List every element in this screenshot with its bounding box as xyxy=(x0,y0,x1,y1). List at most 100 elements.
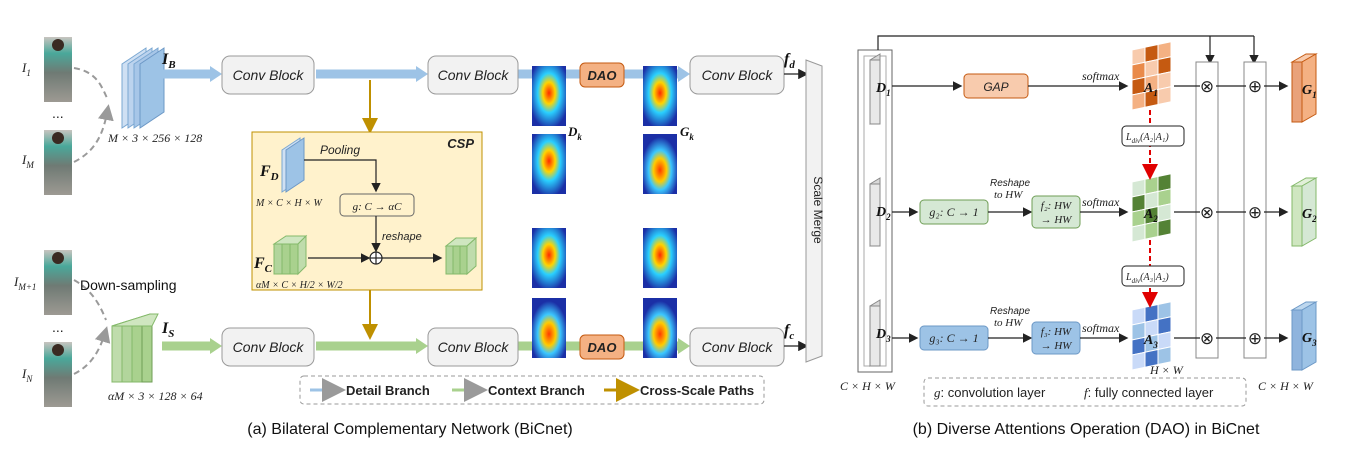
conv-block-context-3: Conv Block xyxy=(689,327,785,367)
dao-box-top: DAO xyxy=(579,62,625,88)
legend-left: Detail Branch Context Branch Cross-Scale… xyxy=(299,375,765,405)
svg-text:Conv Block: Conv Block xyxy=(702,67,774,83)
d1-cube xyxy=(869,53,881,125)
softmax-3: softmax xyxy=(1082,321,1120,335)
svg-text:Conv Block: Conv Block xyxy=(438,339,510,355)
svg-text:Ldiv(A₂|A₁): Ldiv(A₂|A₁) xyxy=(1125,132,1169,145)
svg-text:GAP: GAP xyxy=(983,80,1008,94)
reshape-3b: to HW xyxy=(994,317,1023,329)
label-im1: IM+1 xyxy=(13,274,36,292)
input-image-m xyxy=(44,130,72,195)
oplus-3: ⊕ xyxy=(1248,329,1262,348)
ldiv-21-box: Ldiv(A₂|A₁) xyxy=(1121,125,1185,147)
g2-box: g₂: C → 1 xyxy=(919,199,989,225)
label-in: IN xyxy=(21,366,33,384)
svg-text:→ HW: → HW xyxy=(1041,340,1073,352)
conv-block-detail-2: Conv Block xyxy=(427,55,519,95)
d3-label: D3 xyxy=(875,327,891,344)
g3-box: g₃: C → 1 xyxy=(919,325,989,351)
heatmap-gk-3 xyxy=(643,228,677,288)
conv-block-context-2: Conv Block xyxy=(427,327,519,367)
reshape-3a: Reshape xyxy=(990,306,1030,317)
g2-label: G2 xyxy=(1302,207,1317,224)
g3-output xyxy=(1290,301,1318,371)
heatmap-gk-2 xyxy=(643,134,677,194)
input-image-m1 xyxy=(44,250,72,315)
svg-text:f₃: HW: f₃: HW xyxy=(1041,326,1072,338)
svg-text:Conv Block: Conv Block xyxy=(438,67,510,83)
f2-box: f₂: HW → HW xyxy=(1031,195,1081,229)
ib-label: IB xyxy=(161,51,176,71)
ldiv-32-box: Ldiv(A₃|A₂) xyxy=(1121,265,1185,287)
g1-label: G1 xyxy=(1302,83,1317,100)
svg-text:αM × C × H/2 × W/2: αM × C × H/2 × W/2 xyxy=(256,280,343,291)
svg-text:f₂: HW: f₂: HW xyxy=(1041,200,1072,212)
svg-text:reshape: reshape xyxy=(382,231,422,243)
is-stack xyxy=(111,313,159,383)
svg-text:Detail Branch: Detail Branch xyxy=(346,383,430,398)
svg-text:Ldiv(A₃|A₂): Ldiv(A₃|A₂) xyxy=(1125,272,1169,285)
fc-label: fc xyxy=(784,322,794,342)
heatmap-dk-4 xyxy=(532,298,566,358)
a1-grid xyxy=(1131,41,1172,111)
chw-left: C × H × W xyxy=(840,379,896,393)
reshape-2b: to HW xyxy=(994,189,1023,201)
oplus-column xyxy=(1243,61,1267,359)
svg-text:g₃: C → 1: g₃: C → 1 xyxy=(929,331,978,345)
scale-merge-bar: Scale Merge xyxy=(805,59,825,363)
a1-label: A1 xyxy=(1143,81,1158,98)
svg-text:→ HW: → HW xyxy=(1041,214,1073,226)
downsampling-label: Down-sampling xyxy=(80,277,176,293)
conv-block-context-1: Conv Block xyxy=(221,327,315,367)
svg-text:g: C → αC: g: C → αC xyxy=(353,201,403,213)
svg-text:FC: FC xyxy=(253,255,273,275)
svg-text:DAO: DAO xyxy=(588,68,617,83)
g2-output xyxy=(1290,177,1318,247)
is-label: IS xyxy=(161,320,174,340)
a3-label: A3 xyxy=(1143,333,1158,350)
otimes-1: ⊗ xyxy=(1200,77,1214,96)
g1-output xyxy=(1290,53,1318,123)
heatmap-dk-3 xyxy=(532,228,566,288)
a2-label: A2 xyxy=(1143,207,1158,224)
oplus-2: ⊕ xyxy=(1248,203,1262,222)
heatmap-dk-2 xyxy=(532,134,566,194)
conv-block-detail-1: Conv Block xyxy=(221,55,315,95)
heatmap-gk-1 xyxy=(643,66,677,126)
svg-text:Conv Block: Conv Block xyxy=(233,339,305,355)
svg-text:Conv Block: Conv Block xyxy=(233,67,305,83)
svg-text:Conv Block: Conv Block xyxy=(702,339,774,355)
hw-label: H × W xyxy=(1149,363,1184,377)
dots-top: ... xyxy=(52,105,64,121)
label-i1: I1 xyxy=(21,60,31,78)
d2-label: D2 xyxy=(875,205,891,222)
f3-box: f₃: HW → HW xyxy=(1031,321,1081,355)
is-dims: αM × 3 × 128 × 64 xyxy=(108,389,203,403)
label-im: IM xyxy=(21,152,34,170)
softmax-1: softmax xyxy=(1082,69,1120,83)
gk-label: Gk xyxy=(680,124,694,142)
svg-text:g: convolution layer: g: convolution layer xyxy=(934,385,1046,400)
svg-text:Scale Merge: Scale Merge xyxy=(811,176,825,244)
heatmap-gk-4 xyxy=(643,298,677,358)
d3-cube xyxy=(869,299,881,367)
otimes-column xyxy=(1195,61,1219,359)
svg-text:g₂: C → 1: g₂: C → 1 xyxy=(929,205,978,219)
svg-text:DAO: DAO xyxy=(588,340,617,355)
legend-right: g: convolution layer f: fully connected … xyxy=(923,377,1247,407)
dots-bottom: ... xyxy=(52,319,64,335)
ib-dims: M × 3 × 256 × 128 xyxy=(107,131,202,145)
csp-box: CSP FD M × C × H × W Pooling g: C → αC r… xyxy=(251,131,483,291)
svg-text:FD: FD xyxy=(259,163,279,183)
svg-text:M × C × H × W: M × C × H × W xyxy=(255,198,323,209)
caption-right: (b) Diverse Attentions Operation (DAO) i… xyxy=(913,421,1260,438)
a3-grid xyxy=(1131,301,1172,371)
svg-text:CSP: CSP xyxy=(447,136,474,151)
chw-right: C × H × W xyxy=(1258,379,1314,393)
g3-label: G3 xyxy=(1302,331,1317,348)
dao-box-bottom: DAO xyxy=(579,334,625,360)
svg-text:Context Branch: Context Branch xyxy=(488,383,585,398)
ib-stack xyxy=(121,47,165,129)
svg-text:Pooling: Pooling xyxy=(320,143,360,157)
